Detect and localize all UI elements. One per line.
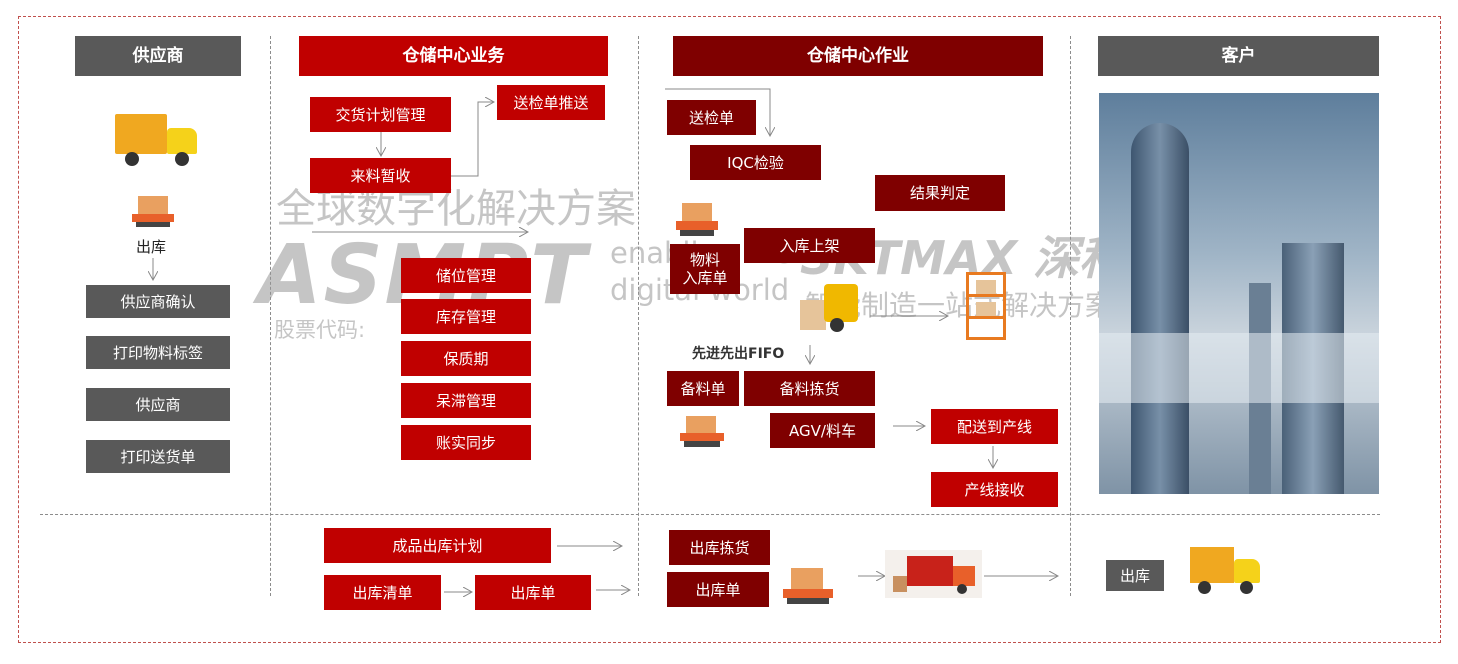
outer-frame [18,16,1441,643]
delivery-plan-management: 交货计划管理 [310,97,451,132]
outbound-order: 出库单 [475,575,591,610]
column-divider [270,36,271,596]
box-pallet-icon [783,568,833,606]
header-supplier: 供应商 [75,36,241,76]
outbound-order-operation: 出库单 [667,572,769,607]
result-judgement: 结果判定 [875,175,1005,211]
line-receive: 产线接收 [931,472,1058,507]
shelf-life: 保质期 [401,341,531,376]
watermark-stock: 股票代码: [274,318,366,342]
header-warehouse-operation: 仓储中心作业 [673,36,1043,76]
outbound-picking: 出库拣货 [669,530,770,565]
forklift-icon [800,278,862,334]
row-divider [40,514,1380,515]
truck-icon [115,110,200,170]
deliver-to-line: 配送到产线 [931,409,1058,444]
step-print-delivery-note: 打印送货单 [86,440,230,473]
delivery-truck-loading-icon [885,550,982,598]
step-print-material-label: 打印物料标签 [86,336,230,369]
city-skyline-image [1099,93,1379,494]
outbound-list: 出库清单 [324,575,441,610]
header-customer: 客户 [1098,36,1379,76]
column-divider [638,36,639,596]
inventory-management: 库存管理 [401,299,531,334]
supplier-outbound-label: 出库 [136,238,167,256]
slow-moving-management: 呆滞管理 [401,383,531,418]
box-pallet-icon [680,416,724,448]
column-divider [1070,36,1071,596]
inspection-order-push: 送检单推送 [497,85,605,120]
material-inbound-order: 物料 入库单 [670,244,740,294]
finished-goods-outbound-plan: 成品出库计划 [324,528,551,563]
box-pallet-icon [132,196,174,228]
incoming-temp-receive: 来料暂收 [310,158,451,193]
prep-picking: 备料拣货 [744,371,875,406]
fifo-label: 先进先出FIFO [692,346,785,362]
truck-icon [1190,545,1262,597]
header-warehouse-business: 仓储中心业务 [299,36,608,76]
iqc-inspection: IQC检验 [690,145,821,180]
inspection-order: 送检单 [667,100,756,135]
customer-outbound: 出库 [1106,560,1164,591]
shelf-rack-icon [966,272,1010,342]
agv-cart: AGV/料车 [770,413,875,448]
watermark-slogan: 全球数字化解决方案 [276,186,636,232]
box-pallet-icon [676,203,718,237]
book-physical-sync: 账实同步 [401,425,531,460]
step-supplier: 供应商 [86,388,230,421]
prep-order: 备料单 [667,371,739,406]
inbound-shelving: 入库上架 [744,228,875,263]
location-management: 储位管理 [401,258,531,293]
step-supplier-confirm: 供应商确认 [86,285,230,318]
